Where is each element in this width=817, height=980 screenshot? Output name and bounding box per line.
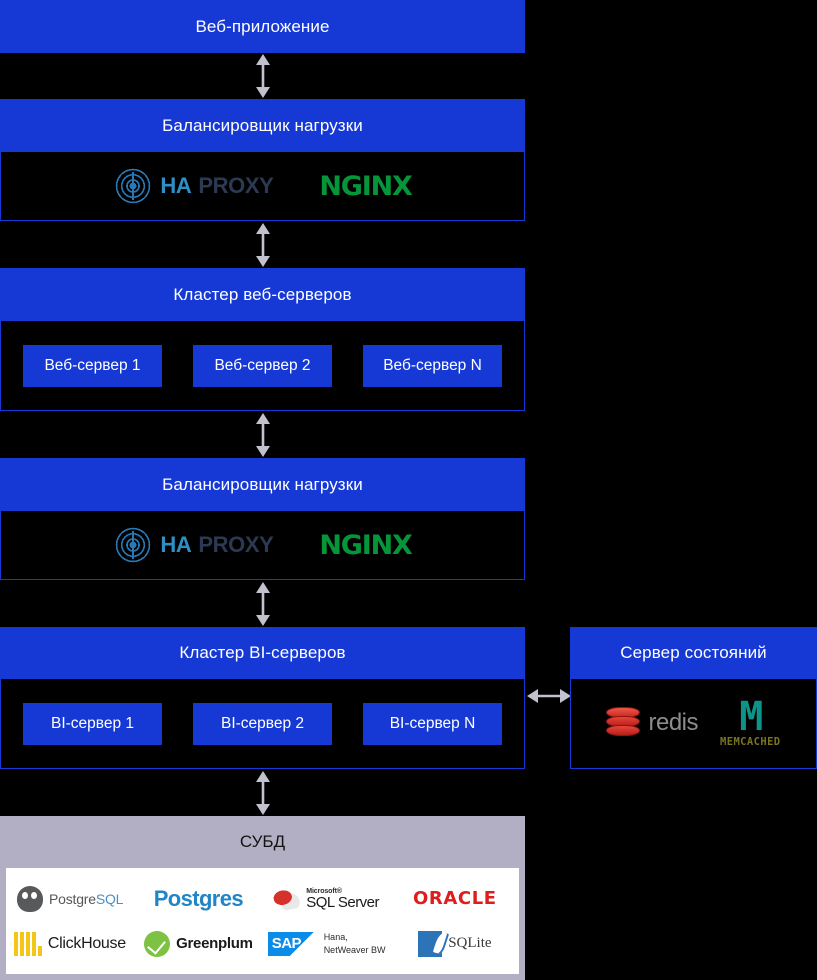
node-bi-server-cluster[interactable]: Кластер BI-серверов [0,627,525,679]
redis-mark-icon [606,707,641,739]
sap-label-sub-line1: Hana, [323,932,348,943]
postgresql-logo: PostgreSQL [6,879,134,919]
memcached-mark-icon: M [739,693,763,740]
greenplum-logo: Greenplum [134,924,262,964]
bi-server-cluster-body: BI-сервер 1 BI-сервер 2 BI-сервер N [0,679,525,769]
node-load-balancer-1[interactable]: Балансировщик нагрузки [0,99,525,152]
postgres-logo: Postgres [134,879,262,919]
node-dbms-title: СУБД [239,832,286,851]
web-server-1[interactable]: Веб-сервер 1 [23,344,162,387]
sap-label: SAP [271,935,302,952]
memcached-label: MEMCACHED [720,736,781,749]
haproxy-label-proxy: PROXY [198,532,274,557]
nginx-logo: NGINX [319,529,412,561]
sap-mark-icon: SAP [267,931,318,956]
postgresql-elephant-icon [16,885,43,912]
greenplum-label: Greenplum [176,935,253,952]
web-server-2-label: Веб-сервер 2 [214,356,311,374]
arrow-bi-cluster-to-state-server [527,689,571,703]
arrow-bi-cluster-to-dbms [256,771,270,815]
bi-server-2[interactable]: BI-сервер 2 [193,702,332,745]
web-server-n[interactable]: Веб-сервер N [363,344,502,387]
node-load-balancer-1-title: Балансировщик нагрузки [162,115,363,135]
nginx-label: NGINX [319,529,412,561]
sap-logo: SAP Hana, NetWeaver BW [263,924,391,964]
sql-server-mark-icon [272,885,303,912]
nginx-label: NGINX [319,170,412,202]
nginx-logo: NGINX [319,170,412,202]
redis-logo: redis [606,707,699,739]
node-web-application-title: Веб-приложение [195,16,330,36]
dbms-row-1: PostgreSQL Postgres Microsoft® SQL Serve… [6,879,519,919]
oracle-logo: ORACLE [391,879,519,919]
haproxy-label-ha: HA [160,532,192,557]
arrow-web-app-to-lb1 [256,54,270,98]
oracle-label: ORACLE [413,888,497,909]
node-bi-server-cluster-title: Кластер BI-серверов [179,643,346,662]
bi-server-1[interactable]: BI-сервер 1 [23,702,162,745]
postgresql-label: PostgreSQL [48,890,124,907]
arrow-lb2-to-bi-cluster [256,582,270,626]
haproxy-mark-icon [113,525,154,565]
node-web-server-cluster-title: Кластер веб-серверов [173,284,352,304]
web-server-2[interactable]: Веб-сервер 2 [193,344,332,387]
redis-label: redis [648,709,699,737]
bi-server-1-label: BI-сервер 1 [50,714,135,732]
arrow-web-cluster-to-lb2 [256,413,270,457]
sqlite-mark-icon [418,930,443,957]
state-server-logos: redis M MEMCACHED [570,679,817,769]
microsoft-sql-server-logo: Microsoft® SQL Server [263,879,391,919]
dbms-logo-grid: PostgreSQL Postgres Microsoft® SQL Serve… [0,868,525,980]
clickhouse-label: ClickHouse [47,934,126,952]
bi-server-2-label: BI-сервер 2 [220,714,305,732]
node-load-balancer-2[interactable]: Балансировщик нагрузки [0,458,525,511]
node-state-server[interactable]: Сервер состояний [570,627,817,679]
sqlite-logo: SQLite [391,924,519,964]
haproxy-label-ha: HA [160,173,192,198]
node-state-server-title: Сервер состояний [620,643,767,662]
clickhouse-logo: ClickHouse [6,924,134,964]
node-load-balancer-2-title: Балансировщик нагрузки [162,474,363,494]
haproxy-label-proxy: PROXY [198,173,274,198]
postgres-label: Postgres [153,885,244,911]
dbms-row-2: ClickHouse Greenplum SAP Hana, NetWeaver… [6,924,519,964]
web-server-1-label: Веб-сервер 1 [44,356,141,374]
web-server-n-label: Веб-сервер N [383,356,482,374]
haproxy-mark-icon [113,166,154,206]
memcached-logo: M MEMCACHED [720,693,781,749]
sql-server-label: SQL Server [306,893,380,911]
node-web-application[interactable]: Веб-приложение [0,0,525,53]
sap-label-sub-line2: NetWeaver BW [323,944,386,955]
bi-server-n[interactable]: BI-сервер N [363,702,502,745]
arrow-lb1-to-web-cluster [256,223,270,267]
node-web-server-cluster[interactable]: Кластер веб-серверов [0,268,525,321]
greenplum-mark-icon [144,930,171,957]
web-server-cluster-body: Веб-сервер 1 Веб-сервер 2 Веб-сервер N [0,321,525,411]
node-dbms[interactable]: СУБД [0,816,525,868]
clickhouse-mark-icon [14,931,42,956]
sqlite-label: SQLite [448,935,492,951]
sql-server-label-microsoft: Microsoft® [306,887,342,895]
bi-server-n-label: BI-сервер N [389,714,476,732]
